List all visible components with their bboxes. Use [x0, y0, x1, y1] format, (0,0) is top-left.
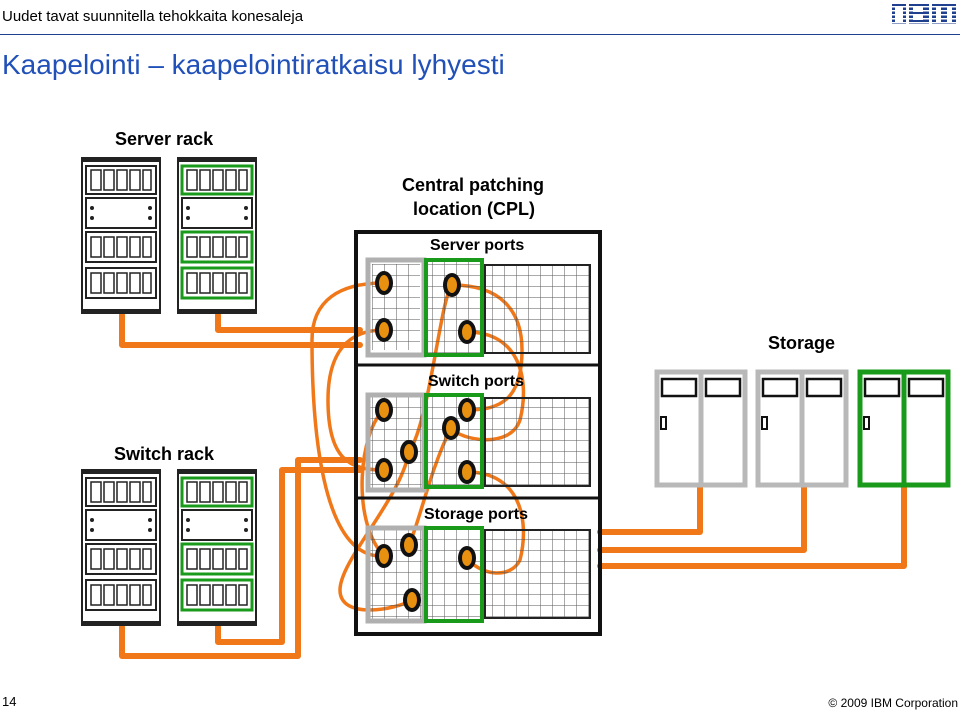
- server-rack: [81, 157, 257, 314]
- switch-rack-label: Switch rack: [114, 444, 215, 464]
- cpl-label-line1: Central patching: [402, 175, 545, 195]
- storage-ports-label: Storage ports: [424, 506, 529, 523]
- cpl-frame: [354, 230, 602, 636]
- presentation-title: Uudet tavat suunnitella tehokkaita kones…: [2, 8, 304, 25]
- cpl-label-line2: location (CPL): [413, 199, 535, 219]
- server-rack-label: Server rack: [115, 129, 214, 149]
- switch-rack: [81, 469, 257, 626]
- slide-title: Kaapelointi – kaapelointiratkaisu lyhyes…: [2, 49, 505, 80]
- header-divider: [0, 34, 960, 35]
- copyright: © 2009 IBM Corporation: [828, 696, 958, 710]
- switch-ports-panel: [365, 392, 591, 493]
- storage-cabinets: [654, 369, 951, 488]
- switch-ports-label: Switch ports: [428, 373, 525, 390]
- page-number: 14: [2, 694, 17, 709]
- storage-label: Storage: [768, 333, 836, 353]
- ibm-logo: [892, 2, 956, 26]
- server-ports-label: Server ports: [430, 237, 525, 254]
- server-ports-panel: [365, 257, 591, 358]
